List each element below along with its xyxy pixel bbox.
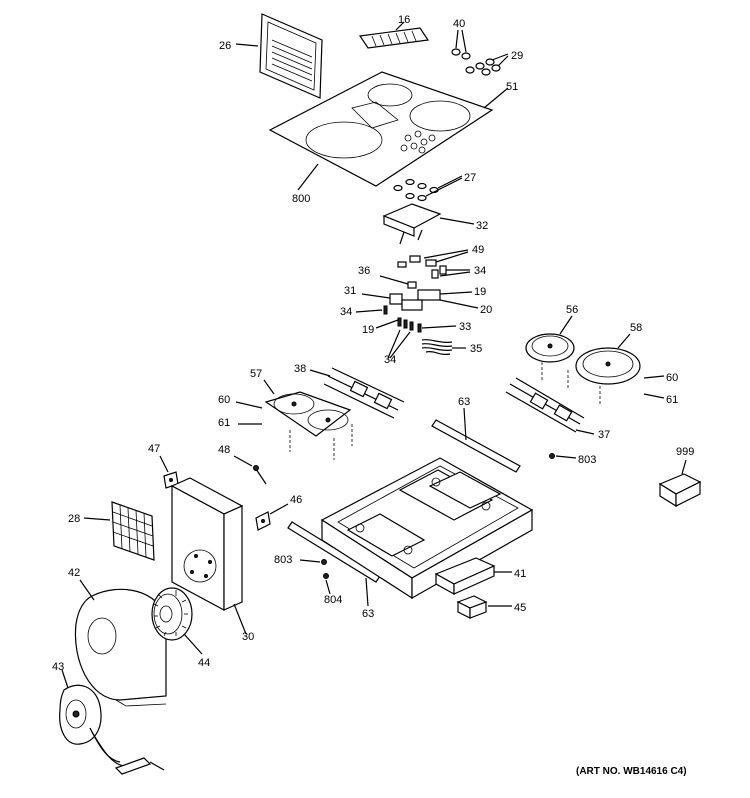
label-46: 46 [290,494,302,506]
label-37: 37 [598,429,610,441]
label-31: 31 [344,285,356,297]
label-28: 28 [68,513,80,525]
label-27: 27 [464,172,476,184]
part-26-filter-panel [235,13,323,99]
part-47-bracket [159,455,179,489]
part-35-wire-harness [421,338,466,356]
part-803-screws [299,453,577,595]
label-34-a: 34 [474,265,486,277]
label-61-a: 61 [666,394,678,406]
label-57: 57 [250,368,262,380]
callout-labels: 26 16 40 29 51 800 27 32 49 34 36 19 31 … [52,14,694,777]
part-28-grille [83,501,155,561]
part-44-blower-wheel [151,587,203,655]
label-999: 999 [676,446,694,458]
label-60-a: 60 [666,372,678,384]
label-43: 43 [52,661,64,673]
part-27-spacers [393,175,463,202]
label-38: 38 [294,363,306,375]
label-34-b: 34 [340,306,352,318]
part-32-control-bracket [382,203,475,245]
part-40-29-knobs [451,29,509,76]
label-803-b: 803 [274,554,292,566]
label-47: 47 [148,443,160,455]
label-29: 29 [511,50,523,62]
part-30-blower-housing [170,477,247,635]
label-26: 26 [219,40,231,52]
label-63-b: 63 [362,608,374,620]
part-43-blower-motor [59,669,165,775]
label-34-c: 34 [384,354,396,366]
art-number: (ART NO. WB14616 C4) [576,766,687,777]
label-45: 45 [514,602,526,614]
part-16-vent-grill [358,21,430,49]
part-41-drawer [434,557,512,596]
label-30: 30 [242,631,254,643]
label-49: 49 [472,244,484,256]
part-999-literature-box [658,459,702,508]
label-800: 800 [292,193,310,205]
label-44: 44 [198,657,210,669]
label-36: 36 [358,265,370,277]
label-58: 58 [630,322,642,334]
label-19-a: 19 [474,286,486,298]
label-63-a: 63 [458,396,470,408]
label-16: 16 [398,14,410,26]
label-35: 35 [470,343,482,355]
label-48: 48 [218,444,230,456]
label-32: 32 [476,220,488,232]
label-33: 33 [459,321,471,333]
label-19-b: 19 [362,324,374,336]
part-48-sensor [233,455,267,485]
label-803-a: 803 [578,454,596,466]
label-56: 56 [566,304,578,316]
part-800-glass-cooktop [268,71,509,191]
part-45-bracket [456,595,512,619]
main-burner-box [320,457,534,600]
part-42-blower-scroll [74,579,167,707]
label-60-b: 60 [218,394,230,406]
label-51: 51 [506,81,518,93]
label-41: 41 [514,568,526,580]
label-40: 40 [453,18,465,30]
part-37-right-terminal-block [505,377,595,435]
part-38-left-terminal-block [309,367,405,419]
label-61-b: 61 [218,417,230,429]
label-20: 20 [480,304,492,316]
label-804: 804 [324,594,342,606]
part-56-58-radiant-elements-right [525,315,665,406]
label-42: 42 [68,567,80,579]
part-49-control-components [355,249,479,359]
part-46-switch [255,503,289,531]
part-57-radiant-element-left [235,379,353,460]
